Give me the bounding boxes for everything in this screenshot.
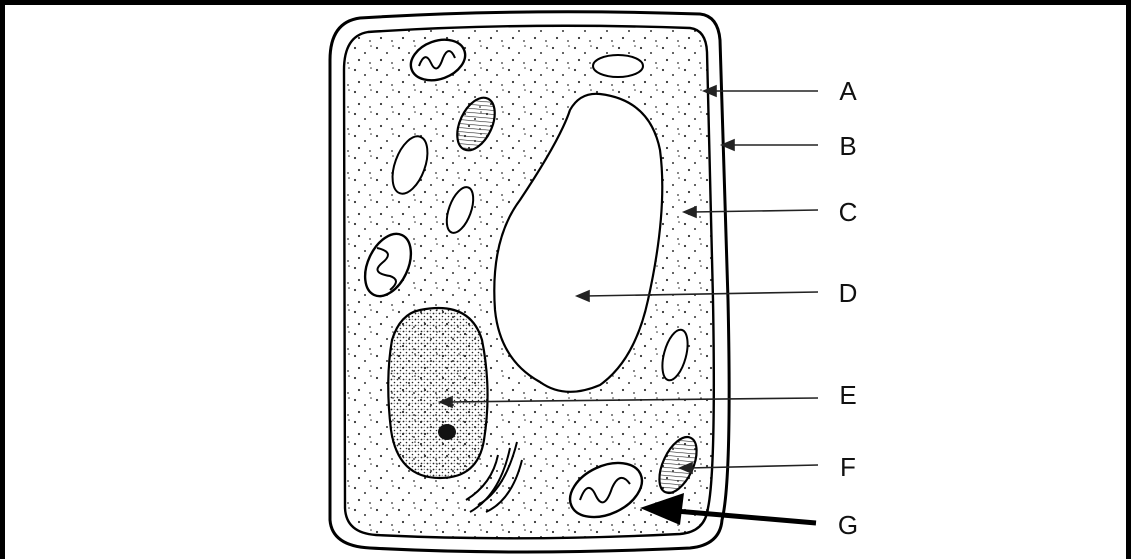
nucleolus — [438, 424, 456, 440]
label-d: D — [836, 280, 860, 306]
label-a: A — [836, 78, 860, 104]
label-c: C — [836, 199, 860, 225]
label-g: G — [836, 512, 860, 538]
label-b: B — [836, 133, 860, 159]
label-e: E — [836, 382, 860, 408]
nucleus — [388, 308, 487, 478]
vesicle — [593, 55, 643, 77]
label-f: F — [836, 454, 860, 480]
